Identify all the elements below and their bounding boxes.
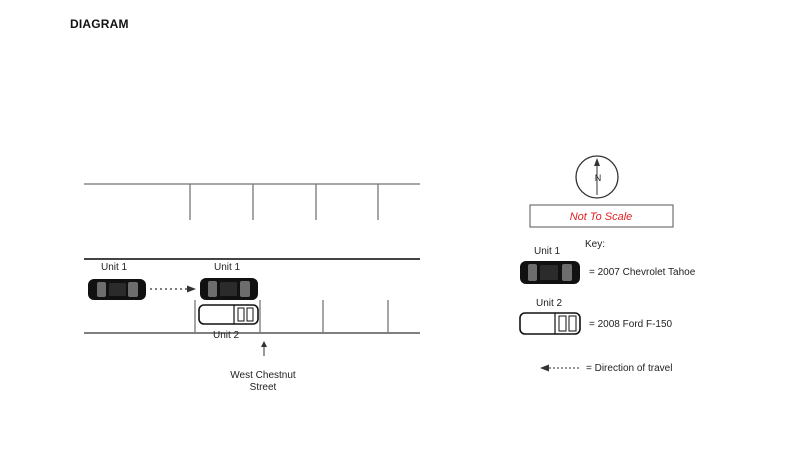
- key-unit1-desc: = 2007 Chevrolet Tahoe: [589, 267, 696, 278]
- key-unit2-desc: = 2008 Ford F-150: [589, 319, 673, 330]
- scale-note: Not To Scale: [570, 211, 633, 223]
- diagram-heading: DIAGRAM: [70, 17, 129, 31]
- unit1-end-label: Unit 1: [214, 262, 241, 273]
- unit1-start-vehicle: [88, 279, 146, 300]
- key-title: Key:: [585, 239, 605, 250]
- key-unit1-label: Unit 1: [534, 246, 561, 257]
- key-unit2-label: Unit 2: [536, 298, 563, 309]
- key-direction-arrow: [540, 364, 580, 372]
- unit2-label: Unit 2: [213, 330, 240, 341]
- travel-direction-arrow: [150, 285, 196, 293]
- compass-north-letter: N: [595, 173, 602, 183]
- unit1-end-vehicle: [200, 278, 258, 300]
- north-compass: [575, 155, 619, 199]
- street-label-line2: Street: [250, 382, 277, 393]
- scale-note-box: [529, 204, 674, 228]
- unit2-vehicle: [198, 304, 259, 325]
- key-direction-desc: = Direction of travel: [586, 363, 672, 374]
- key-unit2-vehicle: [519, 312, 581, 335]
- top-parking-stalls: [189, 184, 379, 220]
- bottom-parking-stalls: [194, 300, 389, 333]
- street-pointer-arrow: [261, 341, 267, 356]
- key-unit1-vehicle: [520, 261, 580, 284]
- street-label-line1: West Chestnut: [230, 370, 296, 381]
- unit1-start-label: Unit 1: [101, 262, 128, 273]
